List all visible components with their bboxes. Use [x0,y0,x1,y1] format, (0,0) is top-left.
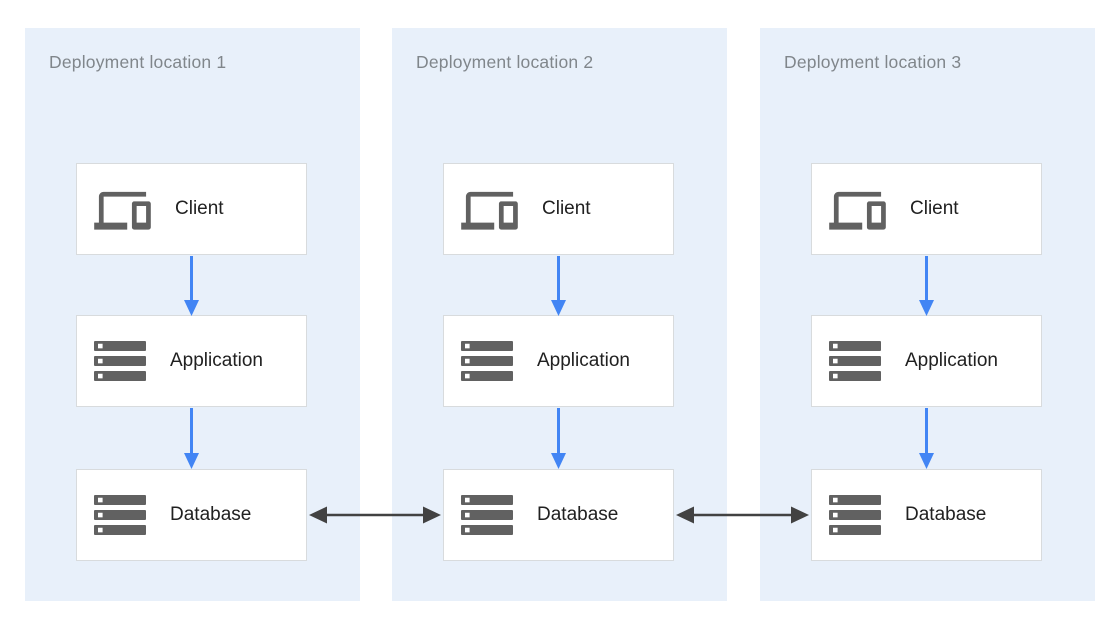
node-label: Application [170,350,263,371]
client-node-1: Client [76,163,307,255]
devices-icon [829,191,886,230]
node-label: Client [175,198,224,219]
node-label: Application [905,350,998,371]
client-node-2: Client [443,163,674,255]
servers-icon [94,495,146,535]
deployment-location-3-panel: Deployment location 3 Client Application… [760,28,1095,601]
panel-title: Deployment location 1 [49,52,227,72]
application-node-1: Application [76,315,307,407]
deployment-location-1-panel: Deployment location 1 Client Application… [25,28,360,601]
devices-icon [94,191,151,230]
client-node-3: Client [811,163,1042,255]
panel-title: Deployment location 3 [784,52,962,72]
application-node-2: Application [443,315,674,407]
database-node-2: Database [443,469,674,561]
servers-icon [461,495,513,535]
node-label: Database [905,504,987,525]
servers-icon [461,341,513,381]
servers-icon [829,341,881,381]
panel-title: Deployment location 2 [416,52,594,72]
deployment-location-2-panel: Deployment location 2 Client Application… [392,28,727,601]
database-node-1: Database [76,469,307,561]
node-label: Client [542,198,591,219]
node-label: Application [537,350,630,371]
servers-icon [829,495,881,535]
devices-icon [461,191,518,230]
database-node-3: Database [811,469,1042,561]
node-label: Database [170,504,252,525]
servers-icon [94,341,146,381]
node-label: Client [910,198,959,219]
node-label: Database [537,504,619,525]
application-node-3: Application [811,315,1042,407]
